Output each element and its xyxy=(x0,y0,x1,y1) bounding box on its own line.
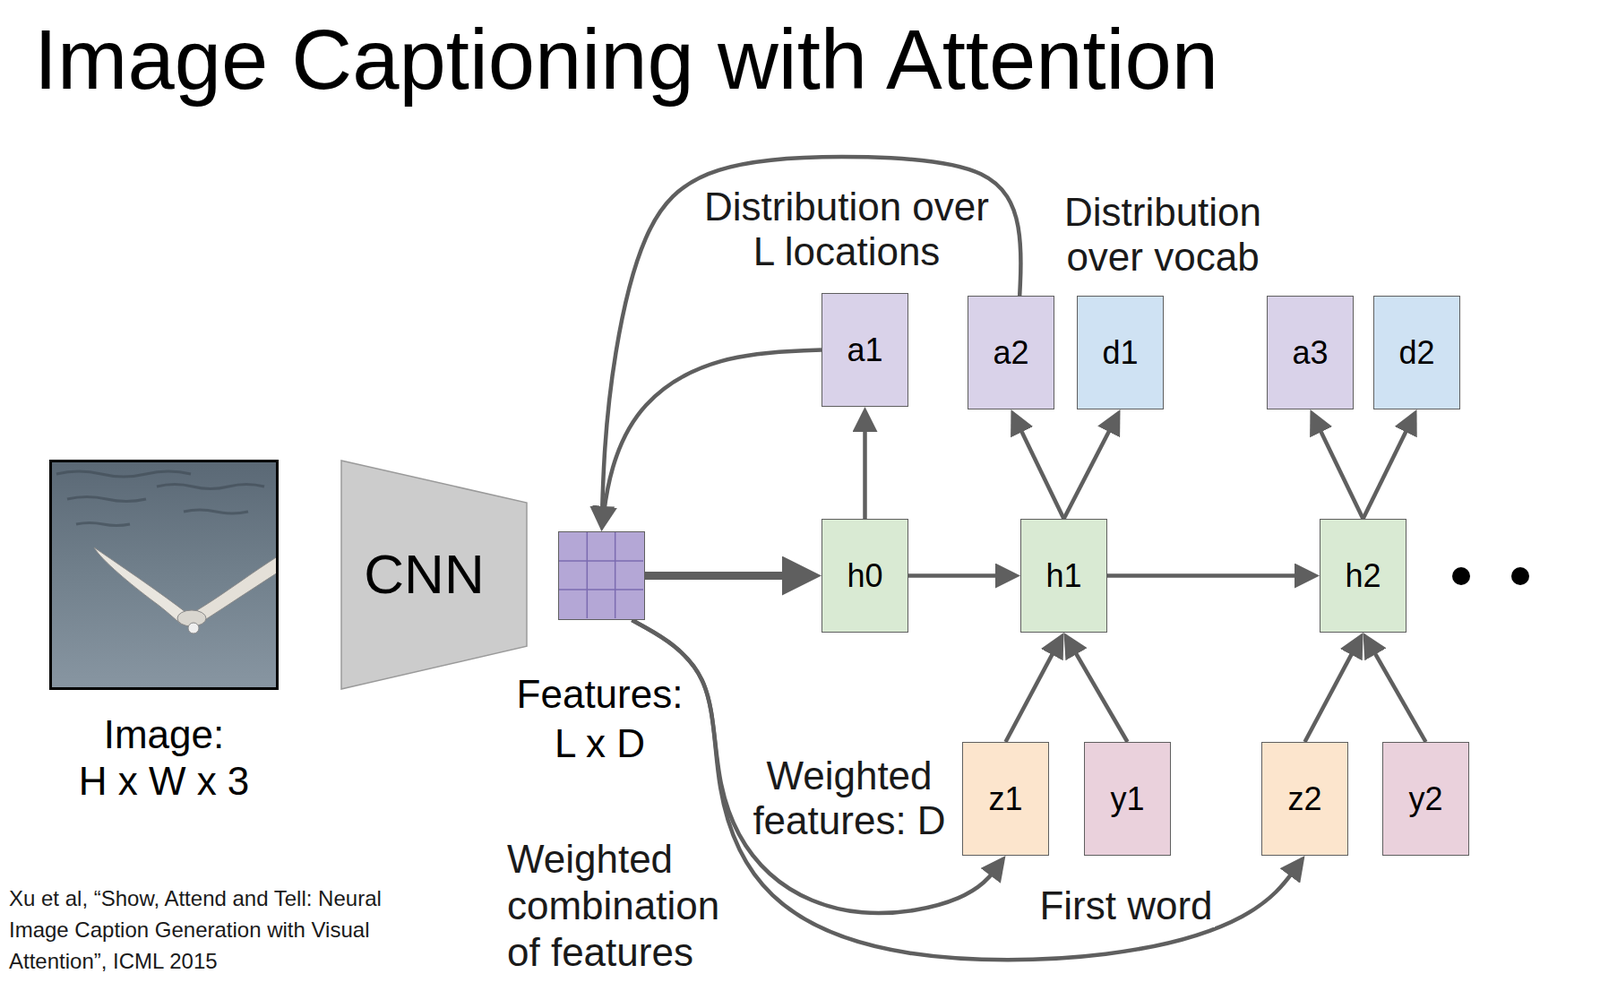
hidden-state-box: h1 xyxy=(1020,518,1108,633)
cnn-trapezoid: CNN xyxy=(340,459,528,690)
node-label: H x W x 3 xyxy=(77,758,252,803)
cnn-trapezoid-shape xyxy=(341,460,527,689)
annotation: Weighted combination of features xyxy=(505,836,722,974)
label-holder: Image: xyxy=(60,711,267,758)
node-label: Image: xyxy=(102,712,227,757)
word-box: y2 xyxy=(1382,741,1470,856)
label-holder: Features: L x D xyxy=(510,669,690,768)
annotation: Weighted features: D xyxy=(750,753,947,843)
connector-arrow xyxy=(908,573,1011,578)
hidden-state-box: h2 xyxy=(1319,518,1407,633)
annotation: First word xyxy=(1037,883,1214,928)
node-label: d1 xyxy=(1101,334,1138,371)
bird-photo xyxy=(49,459,279,690)
bird-wing xyxy=(94,547,186,625)
node-label: h0 xyxy=(846,557,883,594)
connector-arrow xyxy=(602,350,822,522)
water-ripples xyxy=(56,471,265,526)
connector-arrow xyxy=(645,571,806,580)
label-holder: First word xyxy=(1027,883,1225,929)
grid-line xyxy=(586,532,589,619)
label-holder: Weighted features: D xyxy=(748,753,951,844)
node-label: z1 xyxy=(988,780,1023,818)
weighted-feature-box: z2 xyxy=(1261,741,1349,856)
node-label: z2 xyxy=(1287,780,1322,818)
grid-line xyxy=(559,588,644,591)
water xyxy=(49,459,279,690)
node-label: h2 xyxy=(1344,557,1381,594)
hidden-state-box: h0 xyxy=(821,518,909,633)
connector-arrow xyxy=(1367,641,1426,742)
node-label: d2 xyxy=(1398,334,1435,371)
feature-grid: Features: L x D xyxy=(558,531,646,620)
bird-head xyxy=(188,622,199,634)
node-label: a3 xyxy=(1291,334,1328,371)
connector-arrow xyxy=(1015,418,1064,519)
annotation: Distribution over L locations xyxy=(702,184,991,274)
grid-line xyxy=(614,532,617,619)
node-label: y1 xyxy=(1109,780,1145,818)
connector-arrow xyxy=(1006,641,1060,742)
connector-arrow xyxy=(602,156,1022,522)
annotation: Distribution over vocab xyxy=(1062,189,1264,279)
node-label: Features: L x D xyxy=(515,671,686,766)
node-label: a1 xyxy=(846,331,883,369)
connector-arrow xyxy=(631,619,999,913)
node-label: h1 xyxy=(1045,557,1082,594)
dot xyxy=(1511,567,1530,585)
label-holder: H x W x 3 xyxy=(60,757,267,805)
connector-arrow xyxy=(862,416,868,519)
label-holder: Xu et al, “Show, Attend and Tell: Neural… xyxy=(7,882,395,977)
connector-arrow xyxy=(1107,573,1310,578)
label-holder: Distribution over vocab xyxy=(1058,189,1269,280)
connector-arrow xyxy=(1305,641,1360,742)
word-box: y1 xyxy=(1083,741,1171,856)
vocab-dist-box: d1 xyxy=(1076,295,1164,410)
connector-arrow xyxy=(1064,418,1117,519)
bird-wing xyxy=(197,554,279,621)
input-image: Image:H x W x 3 xyxy=(49,459,279,690)
weighted-feature-box: z1 xyxy=(962,741,1050,856)
connector-arrow xyxy=(631,619,1299,960)
node-label: CNN xyxy=(363,543,484,605)
dot xyxy=(1452,567,1471,585)
ellipsis-dots xyxy=(1452,567,1530,585)
node-label: y2 xyxy=(1408,780,1443,818)
attention-box: a3 xyxy=(1266,295,1354,410)
attention-box: a1 xyxy=(821,292,909,407)
label-holder: Weighted combination of features xyxy=(505,835,739,976)
citation: Xu et al, “Show, Attend and Tell: Neural… xyxy=(7,886,384,973)
attention-box: a2 xyxy=(967,295,1055,410)
connector-arrow xyxy=(1068,641,1127,742)
grid-line xyxy=(559,559,644,562)
title: Image Captioning with Attention xyxy=(34,17,1219,103)
label-holder: Distribution over L locations xyxy=(696,184,998,275)
edge-group xyxy=(602,156,1427,960)
node-label: a2 xyxy=(992,334,1029,371)
grid-lines xyxy=(559,532,644,619)
connector-arrow xyxy=(1363,418,1413,519)
vocab-dist-box: d2 xyxy=(1373,295,1461,410)
connector-arrow xyxy=(1314,418,1363,519)
